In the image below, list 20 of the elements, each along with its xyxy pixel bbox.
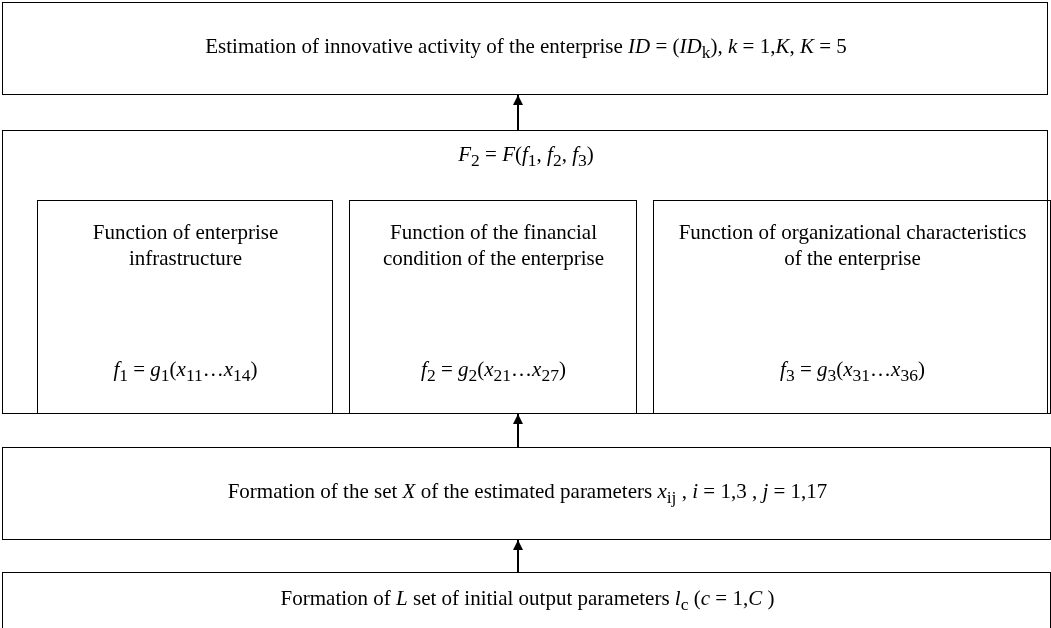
box-heading: Function of the financial condition of the enterprise <box>382 218 605 272</box>
arrow <box>513 94 523 131</box>
box-heading: Function of enterprise infrastructure <box>91 218 280 272</box>
formula-text: f$_{1}$ = g$_{1}$(x$_{11}$…x$_{14}$) <box>112 356 259 388</box>
function-box <box>348 199 637 414</box>
formula-text: f$_{3}$ = g$_{3}$(x$_{31}$…x$_{36}$) <box>779 356 926 388</box>
box-text: Estimation of innovative activity of the enterprise ID = (ID$_{k}$), k = 1,K, K = 5 <box>204 33 848 65</box>
process-box <box>2 2 1048 95</box>
function-box <box>652 199 1051 414</box>
arrow <box>513 539 523 573</box>
formula-text: f$_{2}$ = g$_{2}$(x$_{21}$…x$_{27}$) <box>420 356 567 388</box>
box-text: Formation of L set of initial output parameters l$_{c}$ (c = 1,C ) <box>279 584 776 617</box>
formula-text: F$_{2}$ = F(f$_{1}$, f$_{2}$, f$_{3}$) <box>457 140 595 173</box>
process-box <box>2 572 1051 628</box>
arrow <box>513 413 523 448</box>
process-box <box>2 130 1048 414</box>
box-heading: Function of organizational characteristics of the enterprise <box>677 218 1028 272</box>
function-box <box>36 199 333 414</box>
box-text: Formation of the set X of the estimated parameters x$_{ij}$ , i = 1,3 , j = 1,17 <box>226 478 829 510</box>
process-box <box>2 447 1051 540</box>
